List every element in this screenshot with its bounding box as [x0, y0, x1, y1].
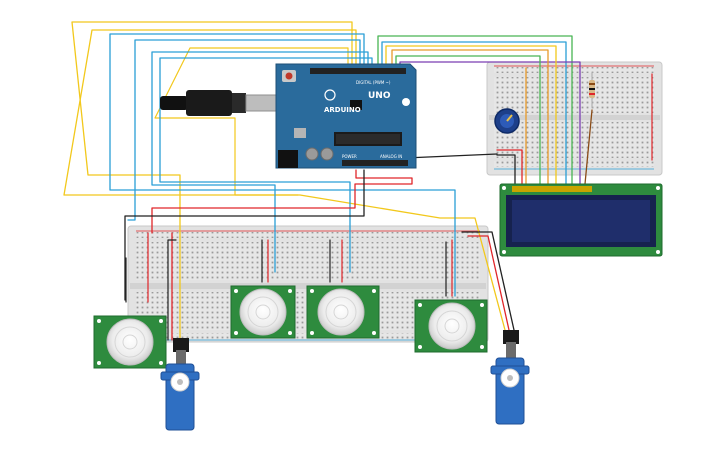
wire-yellow-2: [71, 21, 353, 341]
wire-yellow-4: [385, 45, 557, 185]
pir-sensor-1: [93, 315, 167, 369]
arduino-power-label: POWER: [342, 154, 357, 159]
wire-black-servo-2: [461, 231, 515, 331]
wire-blue-4: [159, 57, 373, 273]
pir-sensor-4: [414, 299, 488, 353]
wire-yellow-1: [63, 29, 506, 331]
arduino-analog-label: ANALOG IN: [380, 154, 402, 159]
wire-red-lcd: [496, 149, 523, 185]
wire-red-servo-2: [467, 235, 510, 331]
pir-sensor-2: [230, 285, 296, 339]
wire-green-1: [377, 35, 573, 185]
mini-breadboard: [486, 61, 663, 176]
arduino-model-label: UNO: [368, 91, 391, 101]
pir-sensor-3: [306, 285, 380, 339]
arduino-digital-label: DIGITAL (PWM ~): [356, 80, 391, 85]
potentiometer: [494, 108, 520, 134]
wire-black-lcd: [496, 154, 516, 185]
wire-blue-3: [151, 51, 369, 273]
wire-orange-1: [391, 49, 549, 185]
wire-black-power: [124, 169, 365, 301]
lcd-display: [499, 183, 663, 257]
wire-black-servo-1: [167, 239, 177, 341]
servo-1: [160, 338, 200, 431]
wire-blue-1: [127, 39, 361, 221]
wire-yellow-3: [154, 47, 349, 196]
arduino-logo-text: ARDUINO: [324, 106, 361, 114]
wire-blue-5: [381, 41, 567, 185]
wire-green-2: [395, 55, 541, 185]
wire-brown-res: [584, 109, 593, 185]
wire-black-arduino-bb: [404, 153, 498, 159]
wire-red-power: [151, 169, 413, 234]
wire-blue-2: [109, 33, 456, 297]
servo-2: [490, 330, 530, 425]
usb-cable: [160, 90, 281, 116]
resistor: [589, 72, 595, 108]
arduino-uno: ARDUINO UNO DIGITAL (PWM ~) POWER ANALOG…: [275, 63, 417, 169]
